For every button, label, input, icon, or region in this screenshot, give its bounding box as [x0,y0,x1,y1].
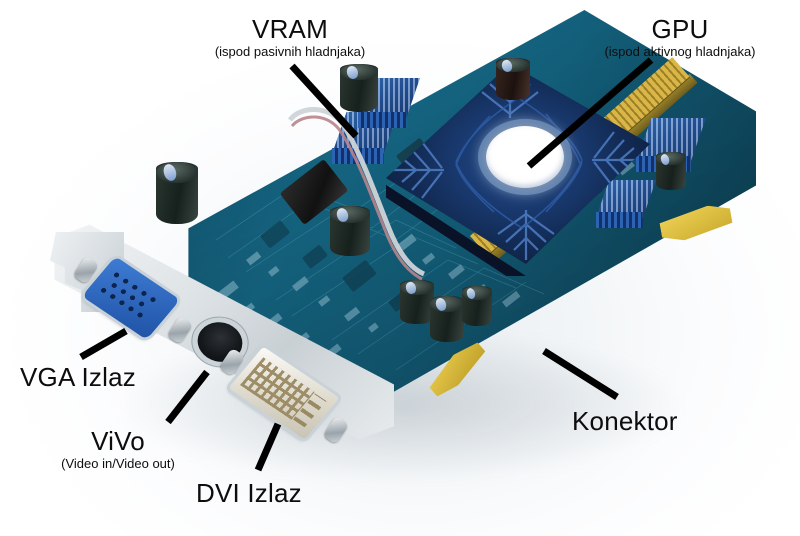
capacitor-behind-cooler [496,58,530,100]
label-gpu: GPU (ispod aktivnog hladnjaka) [580,14,780,60]
label-vga: VGA Izlaz [20,362,136,392]
capacitor-large-left [156,162,198,224]
label-vivo-title: ViVo [91,426,145,456]
label-gpu-subtitle: (ispod aktivnog hladnjaka) [604,44,756,59]
capacitor-mid [330,206,370,256]
capacitor-front-b [430,296,464,342]
label-dvi-title: DVI Izlaz [196,478,302,508]
label-vram: VRAM (ispod pasivnih hladnjaka) [190,14,390,60]
label-dvi: DVI Izlaz [196,478,302,508]
heatsink-side [596,212,643,228]
label-vivo-subtitle: (Video in/Video out) [61,456,175,471]
label-vram-title: VRAM [252,14,328,44]
heatsink-side [358,112,407,128]
label-konektor-title: Konektor [572,406,678,436]
capacitor-front-c [462,286,492,326]
label-vga-title: VGA Izlaz [20,362,136,392]
capacitor-right [656,152,686,190]
label-vram-subtitle: (ispod pasivnih hladnjaka) [214,44,366,59]
label-vivo: ViVo (Video in/Video out) [10,426,226,472]
label-gpu-title: GPU [651,14,709,44]
capacitor-front-a [400,280,434,324]
label-konektor: Konektor [572,406,678,436]
